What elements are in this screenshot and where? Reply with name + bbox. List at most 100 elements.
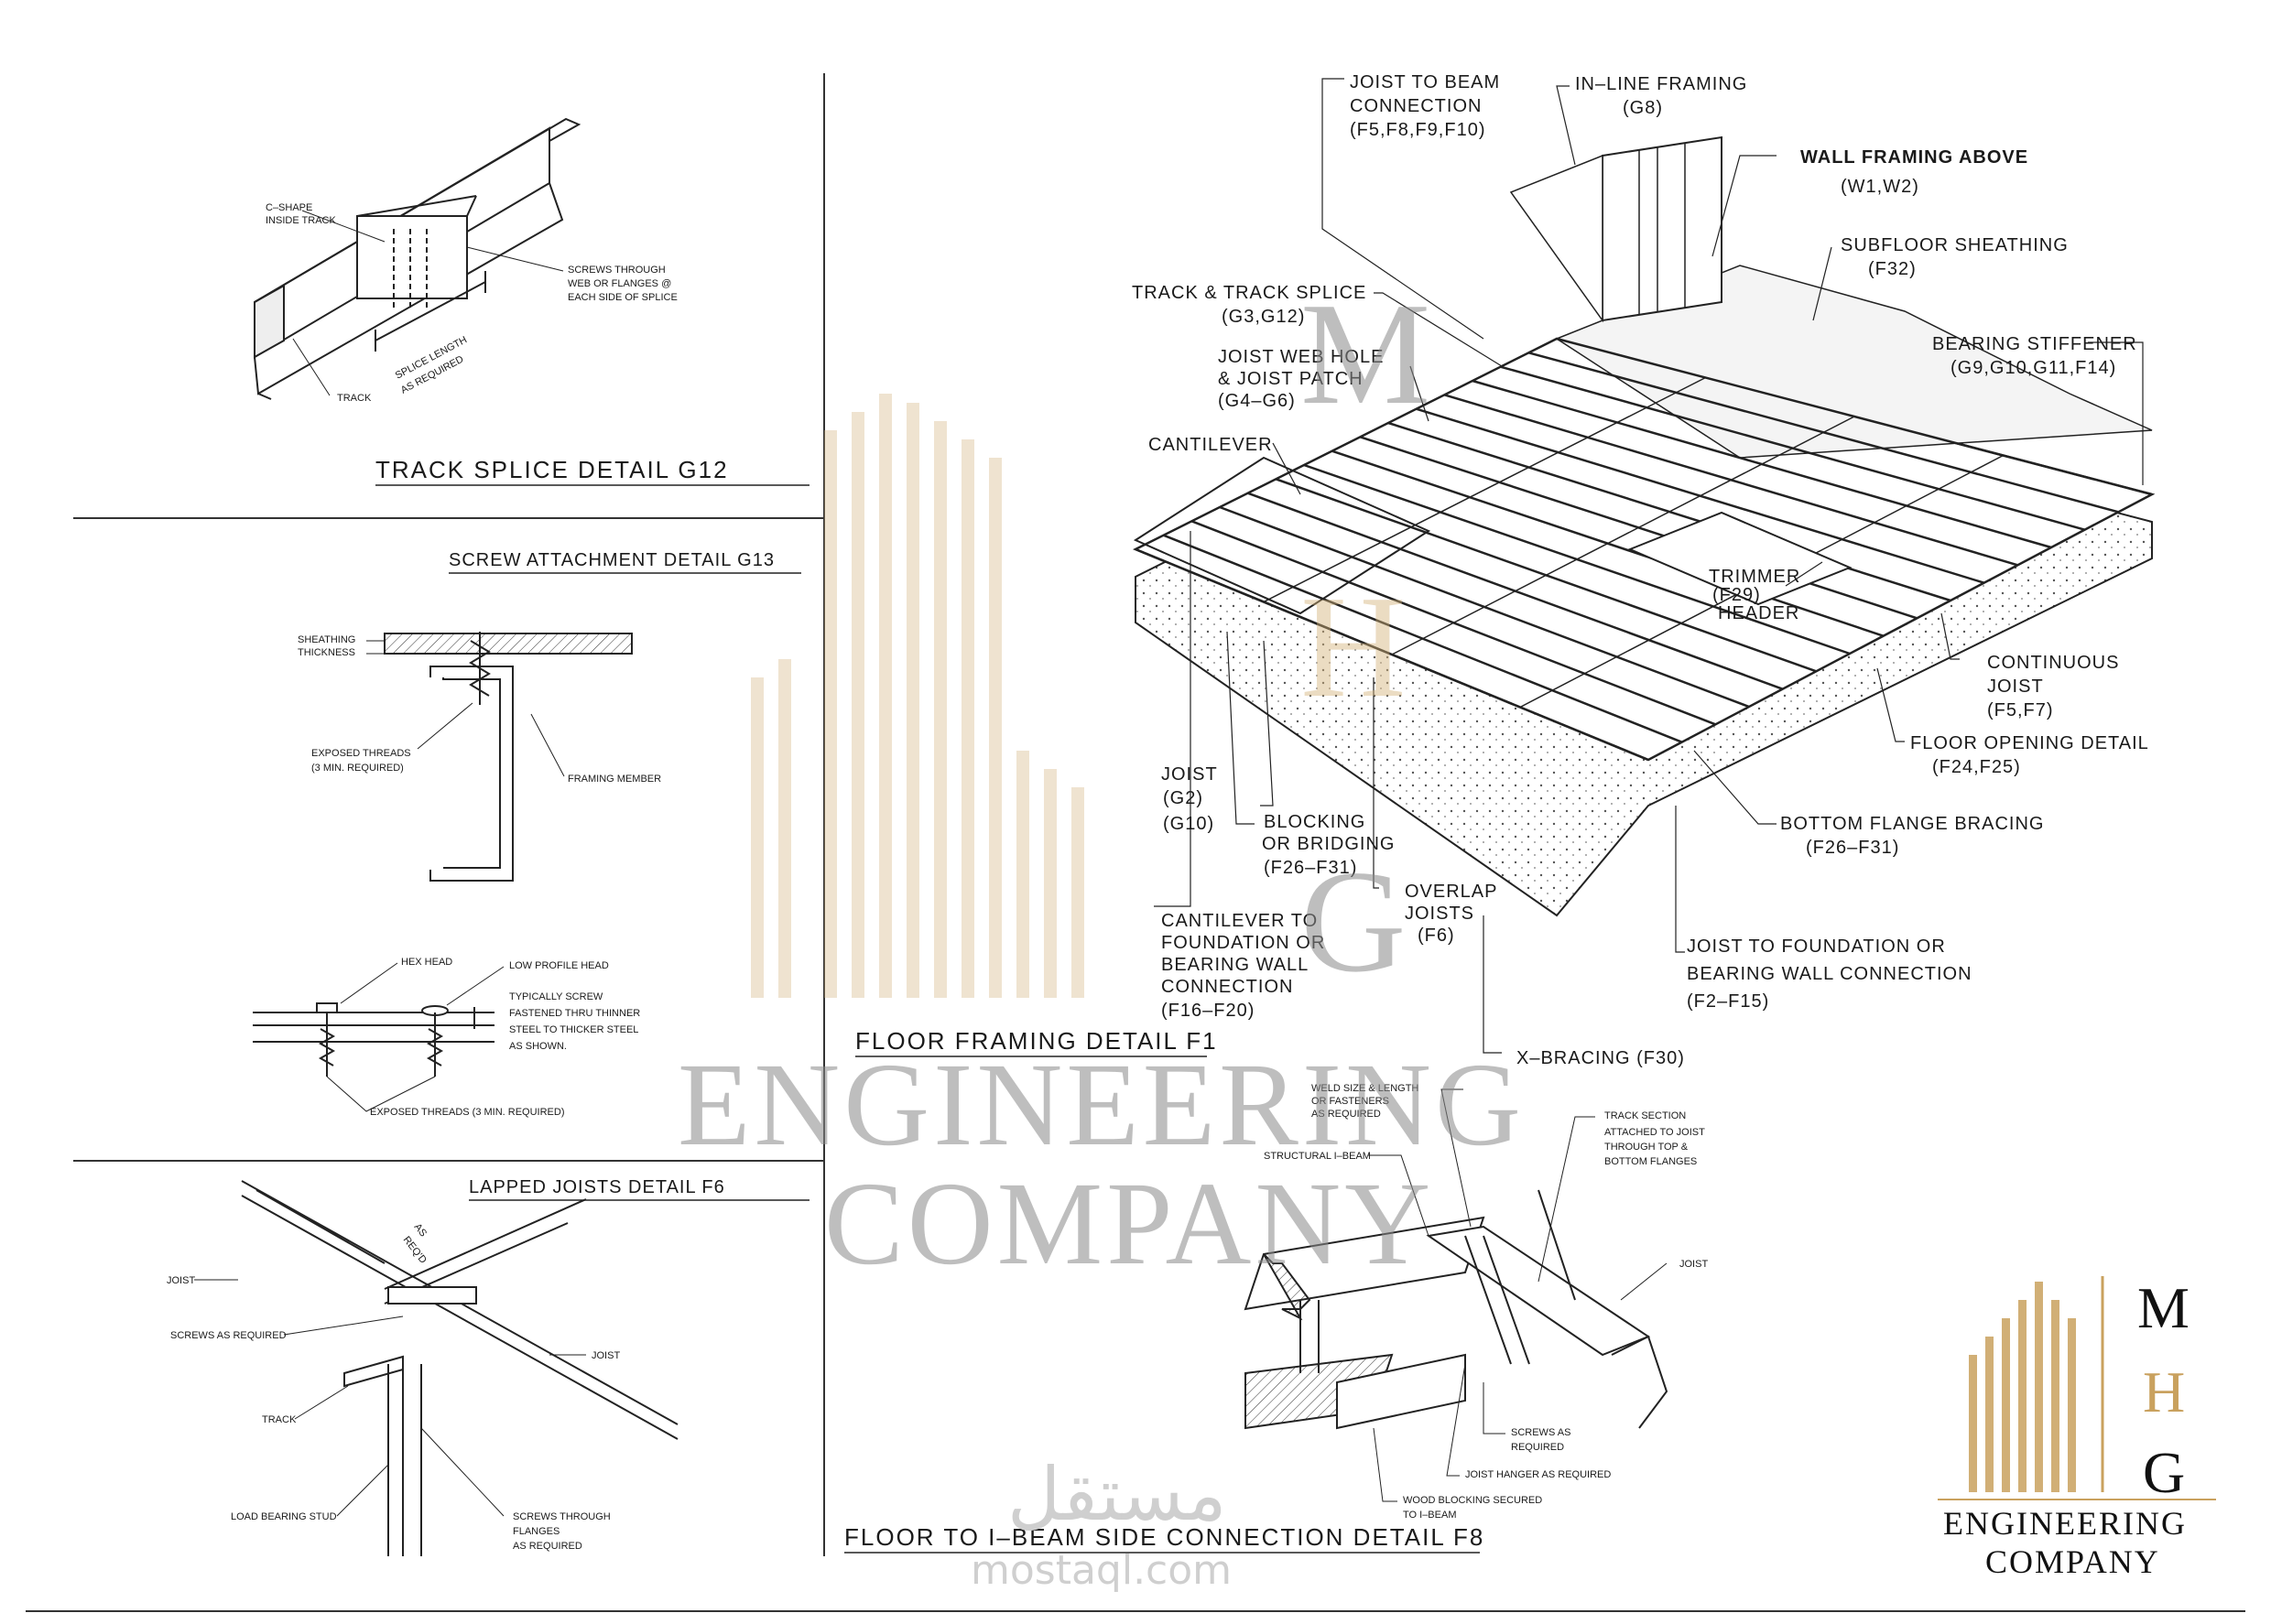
callout-joist-patch: & JOIST PATCH bbox=[1218, 369, 1364, 389]
callout-cantilever: CANTILEVER bbox=[1148, 435, 1273, 455]
note-reqd: REQ'D bbox=[401, 1234, 429, 1265]
callout-overlap-3: (F6) bbox=[1418, 926, 1455, 946]
callout-bearing-stiffener-2: (G9,G10,G11,F14) bbox=[1950, 358, 2116, 378]
logo-bar bbox=[2068, 1318, 2076, 1492]
callout-cantilever-foundation-2: FOUNDATION OR bbox=[1161, 933, 1325, 953]
callout-cantilever-foundation-5: (F16–F20) bbox=[1161, 1001, 1255, 1021]
note-to-ibeam: TO I–BEAM bbox=[1403, 1510, 1456, 1521]
callout-blocking: BLOCKING bbox=[1264, 812, 1365, 832]
joist-lines bbox=[1135, 337, 2153, 762]
logo-bar bbox=[2051, 1300, 2059, 1492]
title-lapped-joists: LAPPED JOISTS DETAIL F6 bbox=[469, 1177, 725, 1197]
note-bottom-flanges: BOTTOM FLANGES bbox=[1604, 1156, 1697, 1167]
callout-trimmer-2: (F29) bbox=[1712, 585, 1761, 605]
screw-attachment-detail: SCREW ATTACHMENT DETAIL G13 SHEATHING TH… bbox=[253, 550, 801, 1118]
title-floor-framing: FLOOR FRAMING DETAIL F1 bbox=[855, 1027, 1218, 1055]
note-weld-fasteners: OR FASTENERS bbox=[1311, 1096, 1389, 1107]
callout-joist-web-3: (G4–G6) bbox=[1218, 391, 1296, 411]
title-track-splice: TRACK SPLICE DETAIL G12 bbox=[375, 456, 729, 483]
note-exposed-3min: (3 MIN. REQUIRED) bbox=[311, 763, 404, 774]
logo-letter-h: H bbox=[2143, 1359, 2185, 1424]
callout-cantilever-foundation: CANTILEVER TO bbox=[1161, 911, 1318, 931]
note-framing-member: FRAMING MEMBER bbox=[568, 774, 661, 785]
callout-joist-3: (G10) bbox=[1163, 814, 1214, 834]
callout-wall-framing-above: WALL FRAMING ABOVE bbox=[1800, 147, 2028, 168]
note-track: TRACK bbox=[337, 393, 372, 404]
logo-building-icon bbox=[1969, 1282, 2076, 1492]
note-low-profile-head: LOW PROFILE HEAD bbox=[509, 960, 609, 971]
note-screws-2: WEB OR FLANGES @ bbox=[568, 278, 671, 289]
callout-floor-opening-2: (F24,F25) bbox=[1932, 757, 2021, 777]
callout-joist-web-hole: JOIST WEB HOLE bbox=[1218, 347, 1384, 367]
callout-subfloor-sheathing: SUBFLOOR SHEATHING bbox=[1841, 235, 2069, 255]
note-typ-3: STEEL TO THICKER STEEL bbox=[509, 1024, 638, 1035]
callout-overlap-joists: JOISTS bbox=[1405, 904, 1474, 924]
watermark-building-icon bbox=[751, 394, 1084, 998]
callout-joist-foundation-2: BEARING WALL CONNECTION bbox=[1687, 964, 1972, 984]
callout-floor-opening: FLOOR OPENING DETAIL bbox=[1910, 733, 2149, 753]
note-hex-head: HEX HEAD bbox=[401, 957, 452, 968]
callout-cantilever-foundation-3: BEARING WALL bbox=[1161, 955, 1309, 975]
logo-letter-m: M bbox=[2137, 1275, 2190, 1340]
note-structural-ibeam: STRUCTURAL I–BEAM bbox=[1264, 1151, 1371, 1162]
note-screws-as-required: SCREWS AS REQUIRED bbox=[170, 1330, 287, 1341]
note-exposed-threads: EXPOSED THREADS bbox=[311, 748, 411, 759]
callout-continuous-joist: CONTINUOUS bbox=[1987, 653, 2119, 673]
title-ibeam-connection: FLOOR TO I–BEAM SIDE CONNECTION DETAIL F… bbox=[844, 1523, 1484, 1551]
note-c-shape-2: INSIDE TRACK bbox=[266, 215, 336, 226]
callout-joist-to-beam: JOIST TO BEAM bbox=[1350, 72, 1500, 92]
note-through-top: THROUGH TOP & bbox=[1604, 1142, 1689, 1153]
callout-joist-foundation: JOIST TO FOUNDATION OR bbox=[1687, 937, 1946, 957]
note-track-lapped: TRACK bbox=[262, 1414, 297, 1425]
callout-subfloor-2: (F32) bbox=[1868, 259, 1917, 279]
logo-bar bbox=[1985, 1337, 1994, 1492]
floor-framing-detail: JOIST TO BEAM CONNECTION (F5,F8,F9,F10) … bbox=[855, 72, 2156, 1068]
callout-continuous-joist-3: (F5,F7) bbox=[1987, 700, 2054, 720]
note-joist-ibeam: JOIST bbox=[1679, 1259, 1708, 1270]
callout-blocking-3: (F26–F31) bbox=[1264, 858, 1357, 878]
callout-track-splice-2: (G3,G12) bbox=[1222, 307, 1305, 327]
watermark-letter-h: H bbox=[1300, 565, 1407, 728]
callout-track-splice: TRACK & TRACK SPLICE bbox=[1132, 283, 1366, 303]
note-screws-3: EACH SIDE OF SPLICE bbox=[568, 292, 678, 303]
watermark-site-arabic: مستقل bbox=[1007, 1452, 1226, 1537]
watermark-engineering: ENGINEERING bbox=[678, 1039, 1525, 1171]
logo-bar bbox=[2002, 1318, 2010, 1492]
company-logo: M H G ENGINEERING COMPANY bbox=[1938, 1275, 2216, 1580]
note-weld-size: WELD SIZE & LENGTH bbox=[1311, 1083, 1418, 1094]
sheet-border bbox=[26, 73, 2245, 1612]
callout-trimmer: TRIMMER bbox=[1709, 567, 1800, 587]
note-typ-1: TYPICALLY SCREW bbox=[509, 991, 603, 1002]
note-joist-2: JOIST bbox=[592, 1350, 620, 1361]
note-c-shape: C–SHAPE bbox=[266, 202, 312, 213]
note-sheathing-thickness: THICKNESS bbox=[298, 647, 355, 658]
watermark-site: mostaql.com bbox=[971, 1547, 1232, 1594]
note-sheathing: SHEATHING bbox=[298, 634, 355, 645]
lapped-joists-detail: LAPPED JOISTS DETAIL F6 AS REQ'D JOIST S… bbox=[167, 1177, 810, 1556]
callout-header: HEADER bbox=[1718, 603, 1799, 623]
watermark-letter-m: M bbox=[1300, 272, 1430, 435]
note-screws-1: SCREWS THROUGH bbox=[568, 265, 666, 276]
ibeam-connection-detail: WELD SIZE & LENGTH OR FASTENERS AS REQUI… bbox=[844, 1083, 1708, 1554]
note-joist-hanger: JOIST HANGER AS REQUIRED bbox=[1465, 1469, 1611, 1480]
logo-bar bbox=[2035, 1282, 2043, 1492]
callout-bottom-flange-2: (F26–F31) bbox=[1806, 838, 1899, 858]
logo-bar bbox=[1969, 1355, 1977, 1492]
callout-in-line-framing: IN–LINE FRAMING bbox=[1575, 74, 1747, 94]
callout-bearing-stiffener: BEARING STIFFENER bbox=[1932, 334, 2137, 354]
callout-bottom-flange-bracing: BOTTOM FLANGE BRACING bbox=[1780, 814, 2044, 834]
note-load-bearing-stud: LOAD BEARING STUD bbox=[231, 1511, 337, 1522]
logo-letter-g: G bbox=[2143, 1440, 2185, 1505]
callout-joist: JOIST bbox=[1161, 764, 1218, 785]
note-as-required: AS REQUIRED bbox=[513, 1541, 582, 1552]
logo-engineering: ENGINEERING bbox=[1943, 1505, 2187, 1542]
blocking-line bbox=[1263, 376, 1706, 603]
note-as: AS bbox=[412, 1221, 429, 1239]
note-screws-as: SCREWS AS bbox=[1511, 1427, 1570, 1438]
callout-joist-foundation-3: (F2–F15) bbox=[1687, 991, 1769, 1012]
note-track-section: TRACK SECTION bbox=[1604, 1110, 1686, 1121]
watermark-letter-g: G bbox=[1300, 839, 1407, 1002]
note-typ-2: FASTENED THRU THINNER bbox=[509, 1008, 640, 1019]
callout-overlap: OVERLAP bbox=[1405, 882, 1497, 902]
